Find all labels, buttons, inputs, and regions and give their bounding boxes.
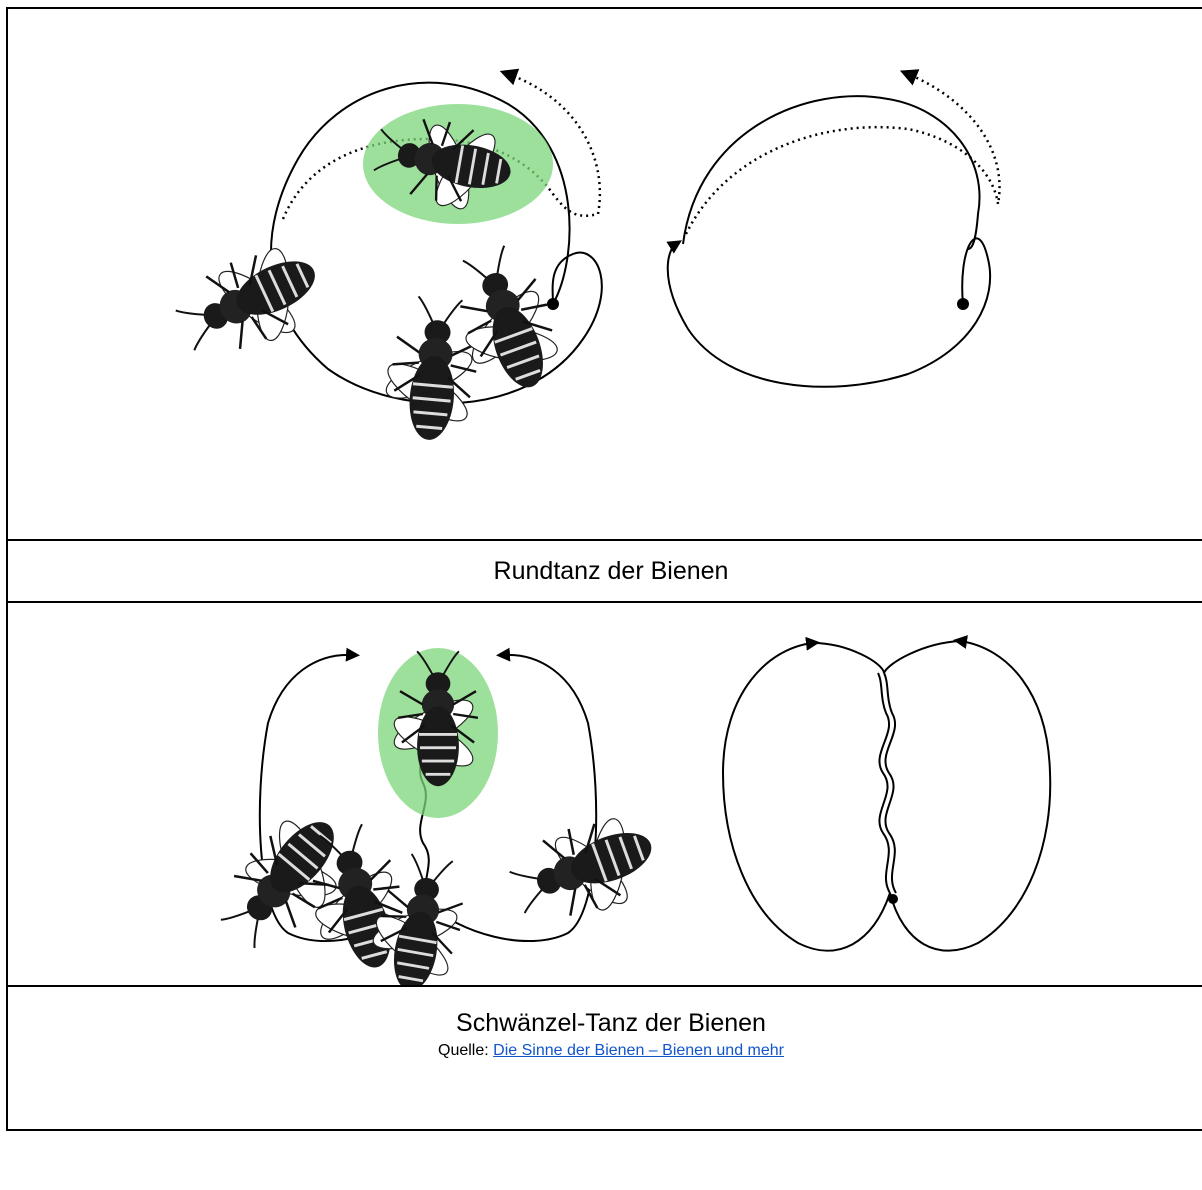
- caption-round-dance: Rundtanz der Bienen: [7, 540, 1202, 602]
- bee-icon: [375, 294, 483, 444]
- round-dance-left: [167, 74, 602, 444]
- bee-icon: [502, 803, 668, 942]
- round-dance-right: [668, 74, 1000, 387]
- source-link[interactable]: Die Sinne der Bienen – Bienen und mehr: [493, 1042, 784, 1059]
- figure-table: Rundtanz der Bienen: [6, 7, 1202, 1131]
- round-dance-illustration: [7, 8, 1202, 540]
- source-label: Quelle:: [438, 1042, 493, 1059]
- waggle-dance-svg: [8, 603, 1202, 985]
- waggle-dance-left: [204, 648, 668, 985]
- source-line: Quelle: Die Sinne der Bienen – Bienen un…: [8, 1042, 1202, 1060]
- caption-waggle-dance: Schwänzel-Tanz der Bienen Quelle: Die Si…: [7, 986, 1202, 1130]
- caption-waggle-dance-text: Schwänzel-Tanz der Bienen: [8, 1009, 1202, 1038]
- waggle-dance-illustration: [7, 602, 1202, 986]
- waggle-dance-right: [723, 641, 1050, 951]
- bee-icon: [167, 231, 336, 378]
- round-dance-svg: [8, 9, 1202, 539]
